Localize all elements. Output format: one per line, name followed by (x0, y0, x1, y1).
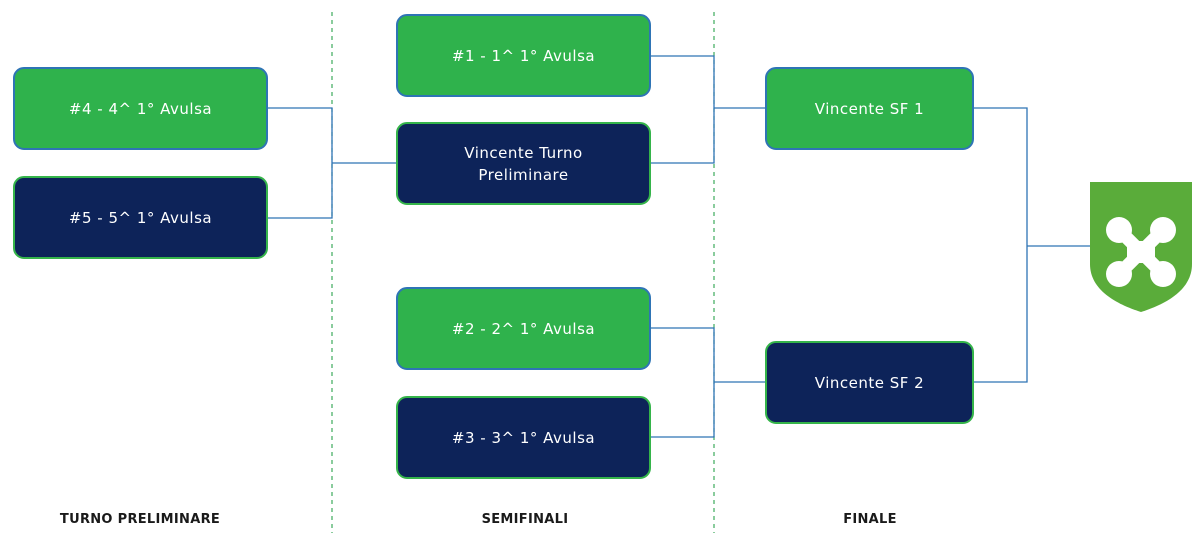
match-label: Vincente SF 1 (814, 99, 925, 118)
connector-final (974, 107, 1028, 383)
match-label: #1 - 1^ 1° Avulsa (451, 46, 596, 65)
lombardy-cross-shield-icon (1090, 182, 1192, 312)
match-label: #3 - 3^ 1° Avulsa (451, 428, 596, 447)
match-sf1-top: #1 - 1^ 1° Avulsa (396, 14, 651, 97)
match-sf1-bottom: Vincente Turno Preliminare (396, 122, 651, 205)
match-final-top: Vincente SF 1 (765, 67, 974, 150)
column-label-semifinals: SEMIFINALI (481, 512, 569, 527)
match-sf2-top: #2 - 2^ 1° Avulsa (396, 287, 651, 370)
match-prelim-bottom: #5 - 5^ 1° Avulsa (13, 176, 268, 259)
match-label: Vincente Turno Preliminare (464, 143, 583, 184)
column-label-final: FINALE (843, 512, 897, 527)
match-sf2-bottom: #3 - 3^ 1° Avulsa (396, 396, 651, 479)
connector-prelim (268, 107, 333, 219)
match-label: Vincente SF 2 (814, 373, 925, 392)
connector-sf2 (651, 327, 715, 438)
column-label-preliminary: TURNO PRELIMINARE (59, 512, 221, 527)
connector-sf1 (651, 55, 715, 164)
match-label: #4 - 4^ 1° Avulsa (68, 99, 213, 118)
match-prelim-top: #4 - 4^ 1° Avulsa (13, 67, 268, 150)
match-final-bottom: Vincente SF 2 (765, 341, 974, 424)
match-label: #2 - 2^ 1° Avulsa (451, 319, 596, 338)
match-label: #5 - 5^ 1° Avulsa (68, 208, 213, 227)
